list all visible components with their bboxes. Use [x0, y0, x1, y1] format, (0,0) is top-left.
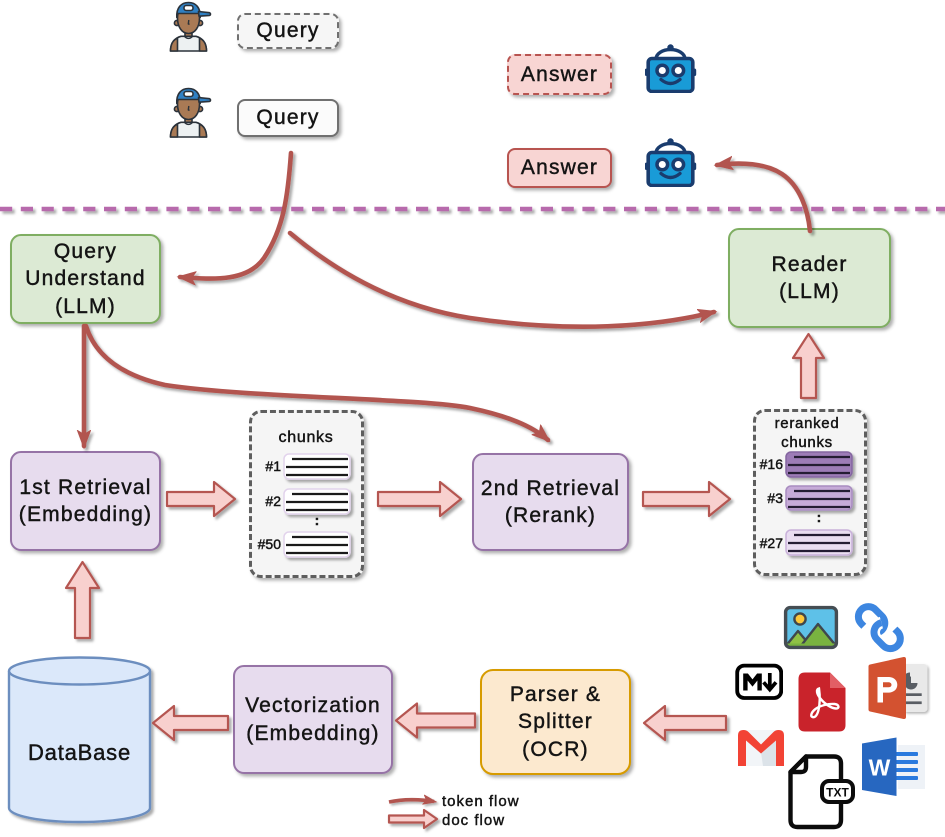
svg-text:W: W [869, 755, 891, 781]
svg-text:TXT: TXT [826, 786, 849, 800]
